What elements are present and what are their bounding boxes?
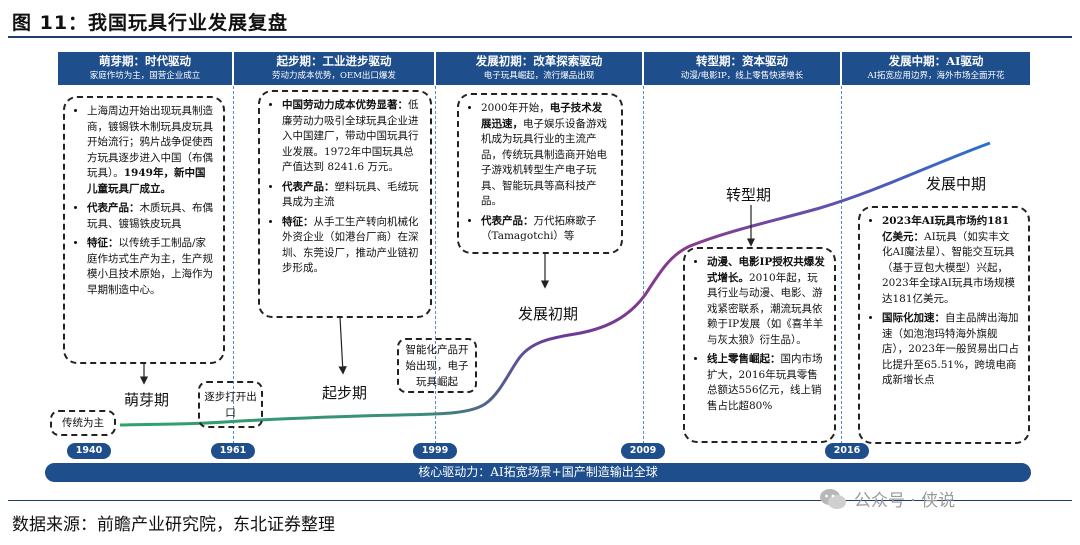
year-badge-1999: 1999	[413, 443, 457, 459]
box-text: 以传统手工制品/家庭作坊式生产为主，生产规模小且技术原始，上海作为早期制造中心。	[87, 237, 213, 296]
year-badge-2009: 2009	[621, 443, 665, 459]
box-early-development: 2000年开始，电子技术发展迅速，电子娱乐设备游戏机成为玩具行业的主流产品，传统…	[457, 93, 623, 254]
phase-subtitle: 电子玩具崛起，流行爆品出现	[483, 71, 595, 81]
box-heading: 特征：	[282, 215, 314, 228]
box-text: 2000年开始，	[481, 102, 550, 114]
phase-header-1: 萌芽期：时代驱动 家庭作坊为主，国营企业成立	[58, 52, 232, 85]
box-item: 代表产品：万代拓麻歌子（Tamagotchi）等	[481, 214, 612, 245]
phase-divider	[233, 86, 234, 444]
stage-label-startup: 起步期	[322, 384, 368, 402]
phase-title: 发展初期：改革探索驱动	[475, 54, 603, 68]
stage-label-sprout: 萌芽期	[124, 391, 170, 409]
year-badge-1961: 1961	[211, 443, 255, 459]
year-badge-1940: 1940	[67, 443, 111, 459]
box-item: 上海周边开始出现玩具制造商，镀锡铁木制玩具皮玩具开始流行；鸦片战争促使西方玩具逐…	[87, 104, 214, 197]
box-text: 塑料玩具、毛绒玩具成为主流	[282, 180, 419, 209]
arrow-box2	[338, 316, 347, 375]
phase-divider	[841, 86, 842, 444]
small-box-traditional: 传统为主	[50, 410, 116, 436]
phase-subtitle: 家庭作坊为主，国营企业成立	[89, 71, 201, 81]
phase-subtitle: AI拓宽应用边界，海外市场全面开花	[867, 71, 1005, 81]
box-heading: 代表产品：	[282, 180, 335, 193]
phase-divider	[643, 86, 644, 444]
box-text: 从手工生产转向机械化外资企业（如港台厂商）在深圳、东莞设厂，推动产业链初步形成。	[282, 215, 419, 275]
box-item: 特征：以传统手工制品/家庭作坊式生产为主，生产规模小且技术原始，上海作为早期制造…	[87, 236, 214, 298]
box-item: 代表产品：木质玩具、布偶玩具、镀锡铁皮玩具	[87, 201, 214, 232]
box-item: 代表产品：塑料玩具、毛绒玩具成为主流	[282, 180, 421, 211]
box-heading: 动漫、电影IP授权共爆发式增长。	[707, 256, 825, 284]
box-sprout-period: 上海周边开始出现玩具制造商，镀锡铁木制玩具皮玩具开始流行；鸦片战争促使西方玩具逐…	[63, 96, 225, 364]
box-heading: 线上零售崛起：	[707, 353, 781, 365]
figure-title: 图 11：我国玩具行业发展复盘	[12, 12, 289, 34]
phase-subtitle: 动漫/电影IP，线上零售快速增长	[680, 71, 804, 81]
year-badge-2016: 2016	[825, 443, 869, 459]
box-heading: 特征：	[87, 237, 119, 249]
box-text: 自主品牌出海加速（如泡泡玛特海外旗舰店），2023年一般贸易出口占比提升至65.…	[882, 312, 1019, 386]
footer-rule	[8, 500, 1072, 501]
wechat-icon	[820, 488, 846, 509]
box-heading: 2023年AI玩具市场约181亿美元：	[882, 215, 1010, 243]
stage-label-transformation: 转型期	[726, 186, 772, 204]
phase-title: 起步期：工业进步驱动	[276, 54, 392, 68]
phase-title: 萌芽期：时代驱动	[99, 54, 191, 68]
phase-header-2: 起步期：工业进步驱动 劳动力成本优势，OEM出口爆发	[234, 52, 434, 85]
box-item: 国际化加速：自主品牌出海加速（如泡泡玛特海外旗舰店），2023年一般贸易出口占比…	[882, 311, 1019, 389]
box-heading: 中国劳动力成本优势显著：	[282, 99, 408, 111]
box-text: 万代拓麻歌子（Tamagotchi）等	[481, 214, 597, 243]
box-heading: 电子技术发展迅速，	[481, 102, 603, 130]
box-text: 国内市场扩大，2016年玩具零售总额达556亿元，线上销售占比超80%	[707, 353, 823, 412]
box-text: 电子娱乐设备游戏机成为玩具行业的主流产品，传统玩具制造商开始电子游戏机转型生产电…	[481, 117, 607, 208]
box-text: 2010年起，玩具行业与动漫、电影、游戏紧密联系，潮流玩具依赖于IP发展（如《喜…	[707, 271, 824, 346]
title-rule	[8, 36, 1072, 38]
box-startup-period: 中国劳动力成本优势显著：低廉劳动力吸引全球玩具企业进入中国建厂，带动中国玩具行业…	[258, 90, 432, 318]
box-heading: 代表产品：	[481, 214, 534, 227]
phase-title: 转型期：资本驱动	[696, 54, 788, 68]
box-text: 上海周边开始出现玩具制造商，镀锡铁木制玩具皮玩具开始流行；鸦片战争促使西方玩具逐…	[87, 105, 213, 179]
small-box-smart-products: 智能化产品开始出现，电子玩具崛起	[397, 338, 477, 393]
box-heading: 国际化加速：	[882, 312, 945, 324]
phase-subtitle: 劳动力成本优势，OEM出口爆发	[272, 71, 396, 81]
small-box-export: 逐步打开出口	[198, 381, 263, 428]
box-text: AI玩具（如实丰文化AI魔法星）、智能交互玩具（基于豆包大模型）兴起，2023年…	[882, 230, 1015, 305]
box-item: 特征：从手工生产转向机械化外资企业（如港台厂商）在深圳、东莞设厂，推动产业链初步…	[282, 215, 421, 277]
source-note: 数据来源：前瞻产业研究院，东北证券整理	[12, 515, 335, 535]
phase-divider	[435, 86, 436, 444]
phase-header-3: 发展初期：改革探索驱动 电子玩具崛起，流行爆品出现	[436, 52, 642, 85]
watermark: 公众号 · 侠说	[818, 486, 955, 511]
core-driver-bar: 核心驱动力：AI拓宽场景+国产制造输出全球	[45, 463, 1031, 482]
phase-header-4: 转型期：资本驱动 动漫/电影IP，线上零售快速增长	[644, 52, 840, 85]
stage-label-mid: 发展中期	[926, 175, 987, 193]
phase-title: 发展中期：AI驱动	[888, 54, 984, 68]
watermark-text: 公众号 · 侠说	[854, 491, 956, 511]
box-text: 木质玩具、布偶玩具、镀锡铁皮玩具	[87, 202, 213, 230]
box-highlight: 1949年，新中国儿童玩具厂成立。	[87, 167, 206, 195]
box-transformation: 动漫、电影IP授权共爆发式增长。2010年起，玩具行业与动漫、电影、游戏紧密联系…	[683, 247, 836, 443]
box-item: 线上零售崛起：国内市场扩大，2016年玩具零售总额达556亿元，线上销售占比超8…	[707, 352, 825, 414]
box-item: 中国劳动力成本优势显著：低廉劳动力吸引全球玩具企业进入中国建厂，带动中国玩具行业…	[282, 98, 421, 176]
box-item: 动漫、电影IP授权共爆发式增长。2010年起，玩具行业与动漫、电影、游戏紧密联系…	[707, 255, 825, 348]
box-item: 2000年开始，电子技术发展迅速，电子娱乐设备游戏机成为玩具行业的主流产品，传统…	[481, 101, 612, 210]
phase-header-5: 发展中期：AI驱动 AI拓宽应用边界，海外市场全面开花	[842, 52, 1030, 85]
box-mid-development: 2023年AI玩具市场约181亿美元：AI玩具（如实丰文化AI魔法星）、智能交互…	[858, 206, 1030, 444]
stage-label-early: 发展初期	[518, 305, 579, 323]
box-item: 2023年AI玩具市场约181亿美元：AI玩具（如实丰文化AI魔法星）、智能交互…	[882, 214, 1019, 307]
box-text: 低廉劳动力吸引全球玩具企业进入中国建厂，带动中国玩具行业发展。1972年中国玩具…	[282, 99, 419, 173]
box-heading: 代表产品：	[87, 202, 140, 214]
growth-curve	[119, 141, 991, 427]
